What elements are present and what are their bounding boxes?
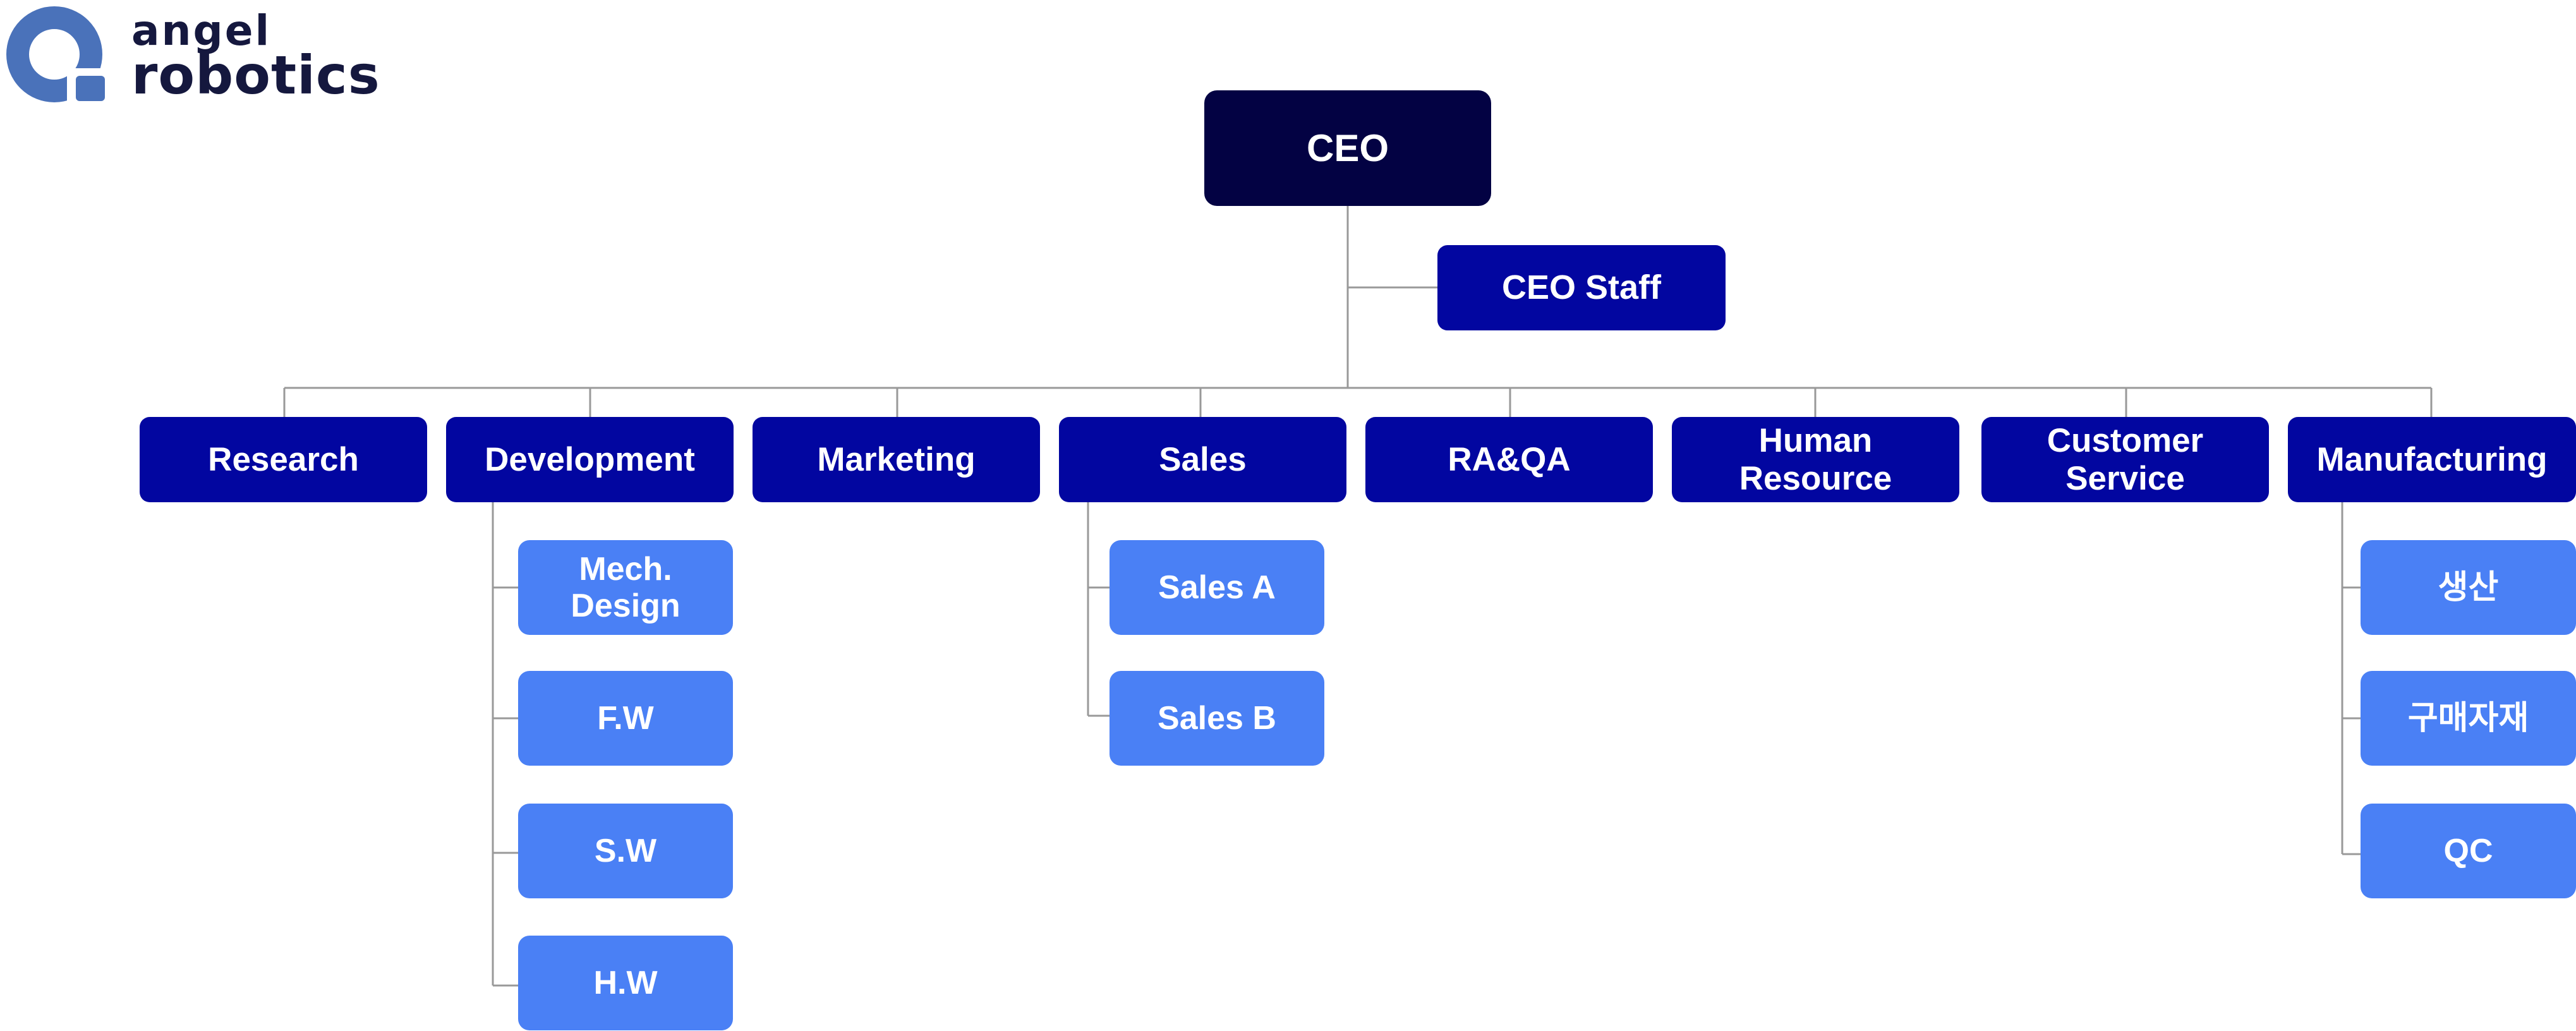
dept-development: Development [446, 417, 734, 502]
unit-sales-b: Sales B [1110, 671, 1324, 766]
ceo-staff-node: CEO Staff [1437, 245, 1726, 330]
unit-purchasing: 구매자재 [2361, 671, 2576, 766]
unit-sw: S.W [518, 804, 733, 898]
unit-fw: F.W [518, 671, 733, 766]
angel-robotics-logo: angel robotics [5, 5, 384, 106]
dept-marketing: Marketing [753, 417, 1040, 502]
dept-manufacturing: Manufacturing [2288, 417, 2576, 502]
dept-human-resource: Human Resource [1672, 417, 1959, 502]
unit-hw: H.W [518, 936, 733, 1030]
logo-text-angel: angel [131, 6, 272, 55]
logo-mark-icon [6, 6, 111, 102]
unit-mech-design: Mech. Design [518, 540, 733, 635]
ceo-node: CEO [1204, 90, 1491, 206]
unit-production: 생산 [2361, 540, 2576, 635]
dept-research: Research [140, 417, 427, 502]
unit-qc: QC [2361, 804, 2576, 898]
dept-raqa: RA&QA [1365, 417, 1653, 502]
dept-customer-service: Customer Service [1981, 417, 2269, 502]
unit-sales-a: Sales A [1110, 540, 1324, 635]
dept-sales: Sales [1059, 417, 1346, 502]
logo-text-robotics: robotics [131, 44, 380, 106]
